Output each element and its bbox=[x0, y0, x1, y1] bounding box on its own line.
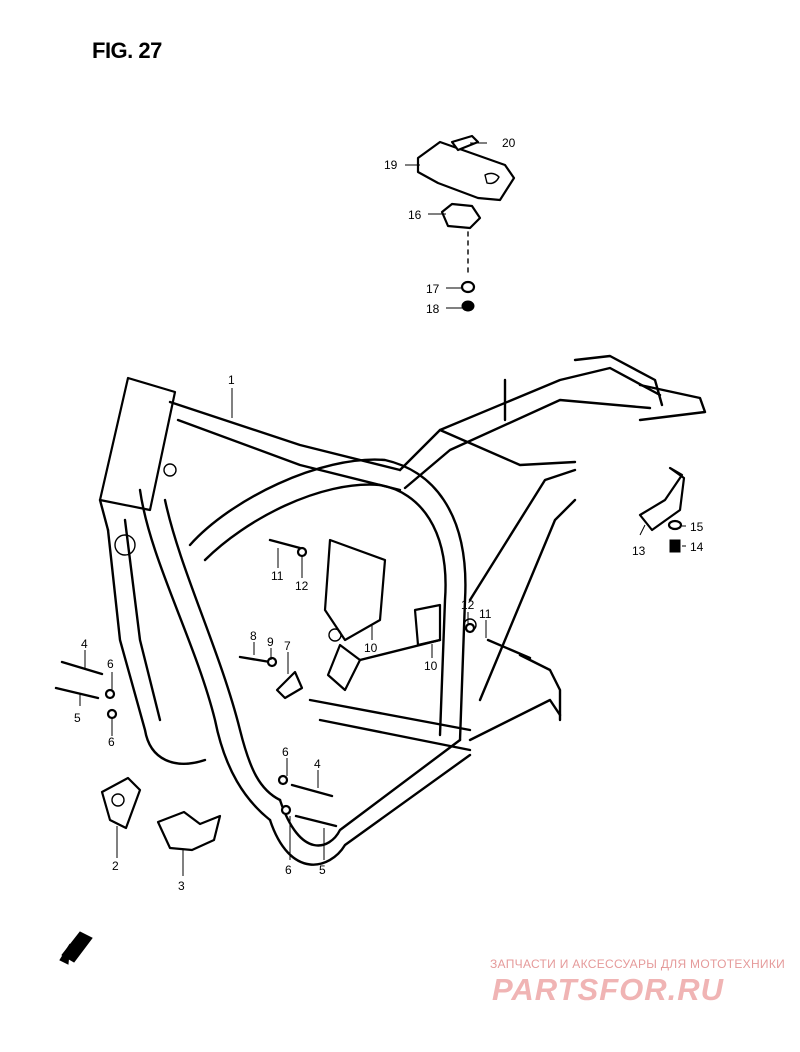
callout-8: 8 bbox=[250, 629, 257, 643]
watermark-tagline: ЗАПЧАСТИ И АКСЕССУАРЫ ДЛЯ МОТОТЕХНИКИ bbox=[490, 957, 786, 971]
callout-4a: 4 bbox=[81, 637, 88, 651]
callout-15: 15 bbox=[690, 520, 704, 534]
callout-12b: 12 bbox=[461, 598, 475, 612]
callout-14: 14 bbox=[690, 540, 704, 554]
callout-10a: 10 bbox=[364, 641, 378, 655]
callout-16: 16 bbox=[408, 208, 422, 222]
callout-6c: 6 bbox=[282, 745, 289, 759]
callout-11a: 11 bbox=[271, 569, 284, 583]
callout-20: 20 bbox=[502, 136, 516, 150]
fastener-parts bbox=[54, 466, 686, 965]
callout-2: 2 bbox=[112, 859, 119, 873]
callout-5b: 5 bbox=[319, 863, 326, 877]
watermark-logo: PARTSFOR.RU bbox=[492, 972, 725, 1007]
callout-6b: 6 bbox=[108, 735, 115, 749]
seat-bracket-group bbox=[416, 134, 516, 312]
callout-6d: 6 bbox=[285, 863, 292, 877]
main-frame bbox=[98, 354, 707, 866]
callout-17: 17 bbox=[426, 282, 440, 296]
leader-lines bbox=[79, 142, 686, 876]
callout-12a: 12 bbox=[295, 579, 309, 593]
callout-9: 9 bbox=[267, 635, 274, 649]
callout-18: 18 bbox=[426, 302, 440, 316]
callout-7: 7 bbox=[284, 639, 291, 653]
callout-19: 19 bbox=[384, 158, 398, 172]
callout-11b: 11 bbox=[479, 607, 492, 621]
figure-title: FIG. 27 bbox=[92, 38, 162, 63]
callout-3: 3 bbox=[178, 879, 185, 893]
callout-1: 1 bbox=[228, 373, 235, 387]
callout-10b: 10 bbox=[424, 659, 438, 673]
callout-5a: 5 bbox=[74, 711, 81, 725]
callout-6a: 6 bbox=[107, 657, 114, 671]
callout-13: 13 bbox=[632, 544, 646, 558]
callout-labels: 1 2 3 4 4 5 5 6 6 6 6 7 8 9 10 10 11 11 … bbox=[74, 136, 704, 893]
callout-4b: 4 bbox=[314, 757, 321, 771]
